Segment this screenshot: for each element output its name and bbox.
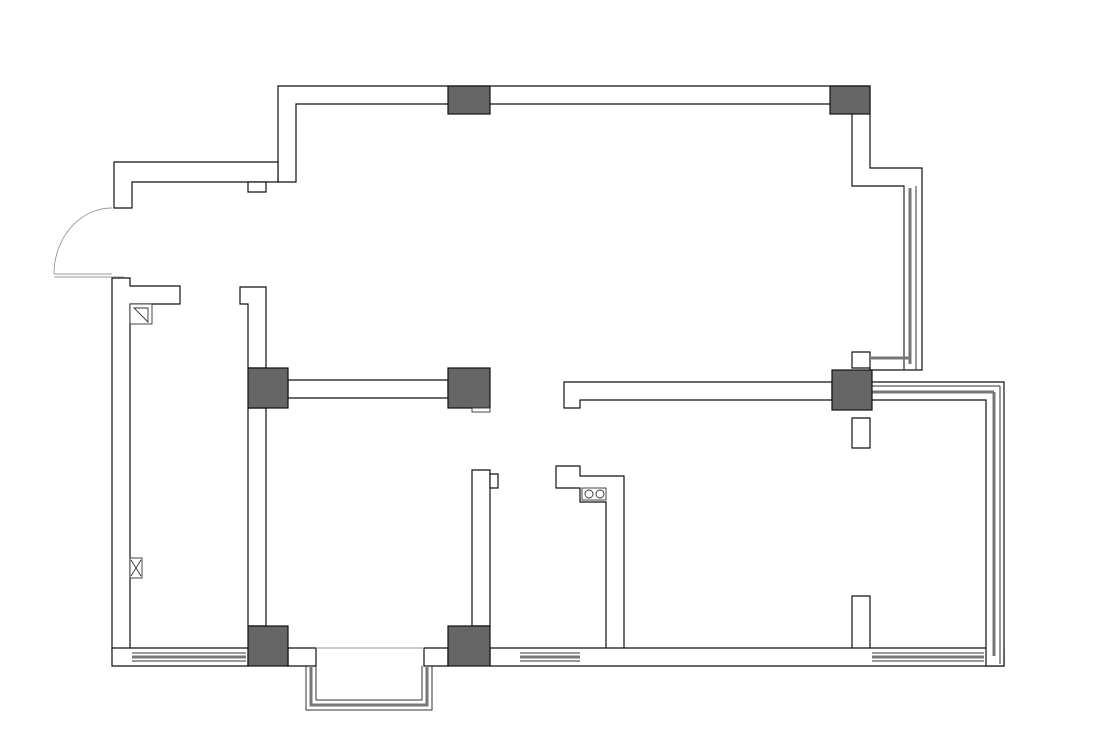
column xyxy=(829,85,871,115)
interior-wall-middle xyxy=(287,379,833,409)
column xyxy=(447,625,491,667)
column xyxy=(831,369,873,411)
fixture-shaft xyxy=(129,303,153,325)
fixture-pipes xyxy=(581,487,607,501)
column xyxy=(447,367,491,409)
interior-wall-lower xyxy=(471,417,871,651)
north-exterior-wall xyxy=(113,85,871,209)
west-exterior-wall xyxy=(111,277,181,651)
window-south-west xyxy=(132,652,246,662)
entry-door xyxy=(53,207,124,278)
window-south-middle xyxy=(520,652,580,662)
window-east-lower xyxy=(870,385,1001,664)
window-east-upper xyxy=(870,186,917,370)
fixture-wall-box xyxy=(129,557,143,579)
window-bay-south xyxy=(305,647,433,711)
structural-columns xyxy=(247,85,873,667)
column xyxy=(247,367,289,409)
column xyxy=(447,85,491,115)
interior-wall-west xyxy=(239,286,267,627)
window-south-east xyxy=(872,652,984,662)
door-stop xyxy=(471,407,491,413)
column xyxy=(247,625,289,667)
east-exterior-wall-lower xyxy=(869,381,1005,667)
